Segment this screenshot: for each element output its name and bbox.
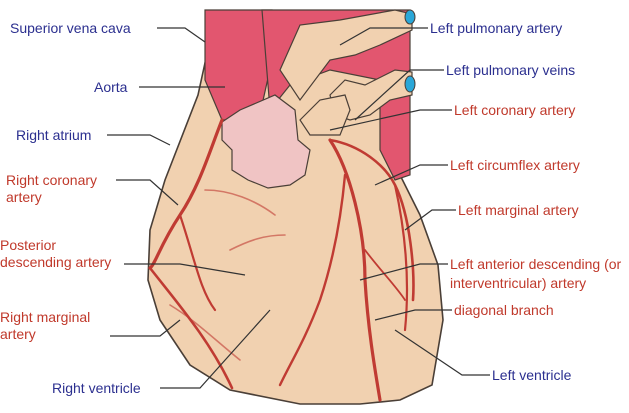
label-left-anterior-descending-artery: Left anterior descending (or interventri… [450, 255, 626, 293]
label-left-coronary-artery: Left coronary artery [454, 102, 575, 119]
label-left-marginal-artery: Left marginal artery [458, 202, 579, 219]
label-right-coronary-artery: Right coronary artery [6, 172, 116, 206]
label-left-circumflex-artery: Left circumflex artery [450, 157, 580, 174]
label-aorta: Aorta [94, 79, 127, 96]
label-right-atrium: Right atrium [16, 127, 91, 144]
label-diagonal-branch: diagonal branch [454, 302, 554, 319]
label-right-ventricle: Right ventricle [52, 380, 141, 397]
label-right-marginal-artery: Right marginal artery [0, 309, 110, 343]
label-posterior-descending-artery: Posterior descending artery [0, 237, 124, 271]
label-left-pulmonary-veins: Left pulmonary veins [446, 62, 575, 79]
label-left-ventricle: Left ventricle [492, 367, 571, 384]
label-superior-vena-cava: Superior vena cava [10, 20, 131, 37]
label-left-pulmonary-artery: Left pulmonary artery [430, 20, 562, 37]
